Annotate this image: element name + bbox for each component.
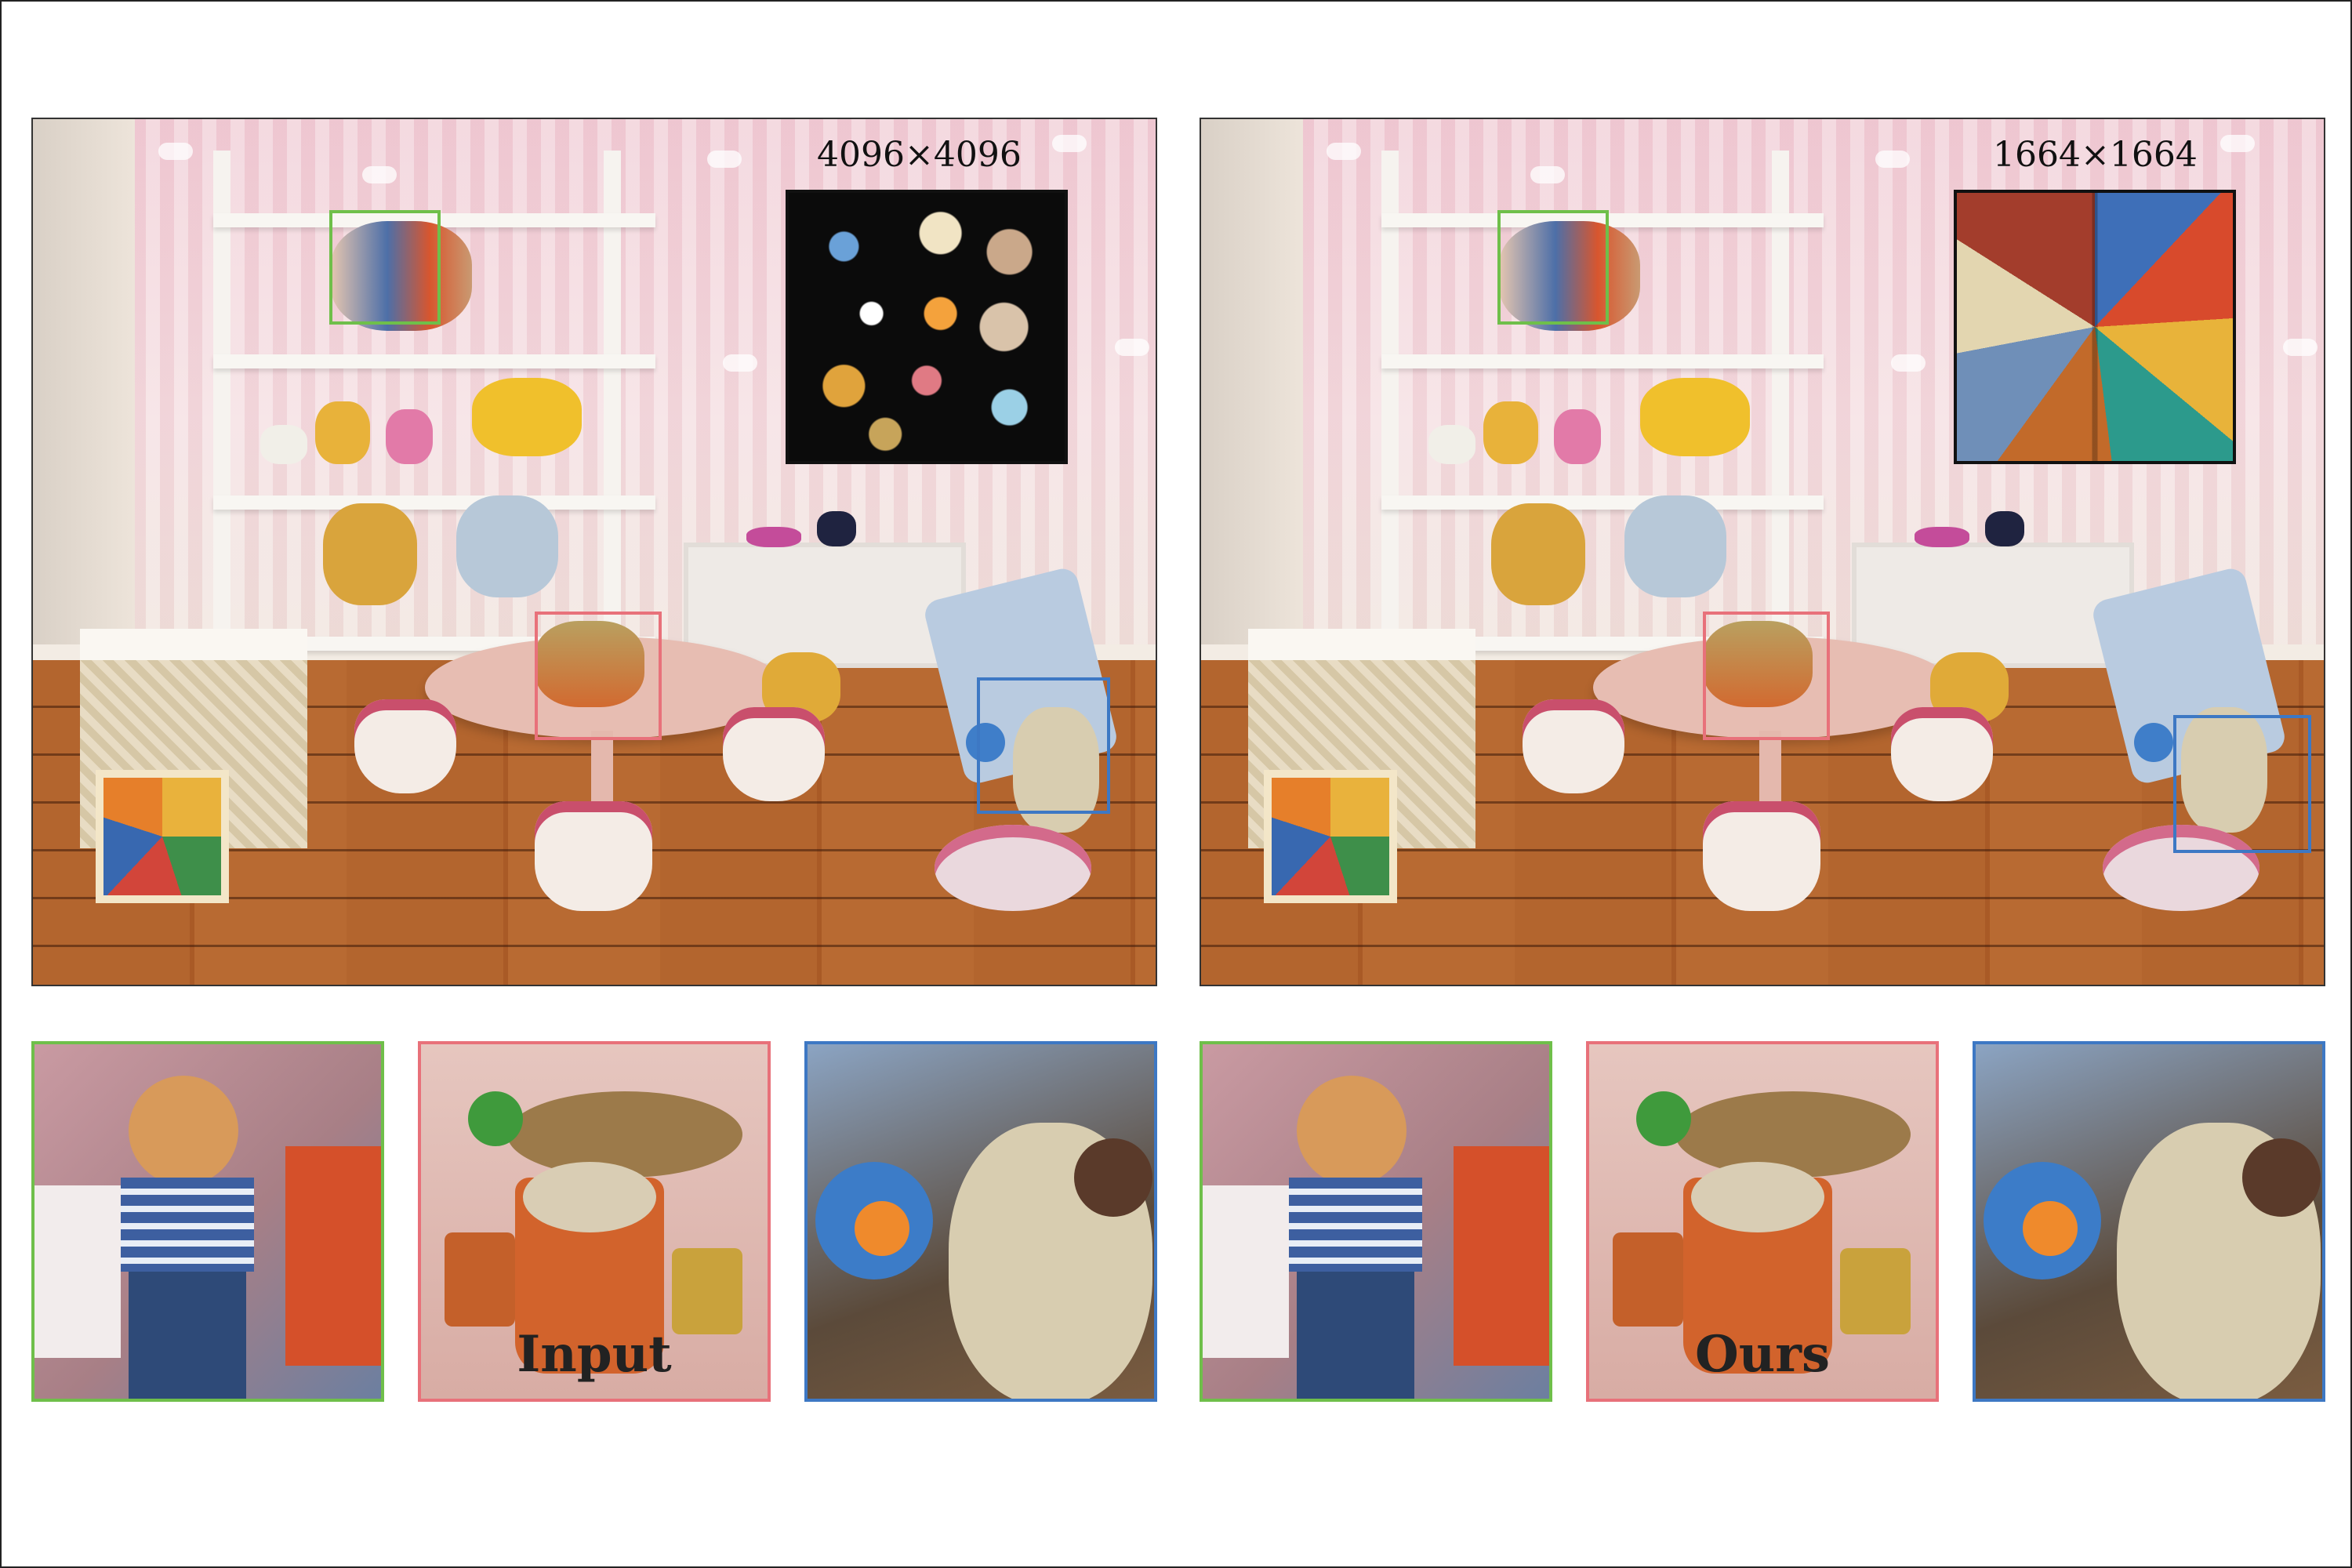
stool-front xyxy=(535,801,652,911)
stool-right xyxy=(1891,707,1993,801)
caption-input: Input xyxy=(517,1325,672,1384)
toy-bunny xyxy=(1554,409,1601,464)
toy-truck xyxy=(1640,378,1750,456)
dog-bowl xyxy=(2103,825,2259,911)
doll-figures xyxy=(1499,221,1640,331)
input-scene-render: 4096×4096 xyxy=(31,118,1157,986)
plush-hippo xyxy=(1624,495,1726,597)
highlight-box-dog xyxy=(977,677,1110,814)
input-panel: 4096×4096 xyxy=(31,118,1157,1402)
zoom-crop-teapot xyxy=(1586,1041,1939,1402)
texture-atlas-image xyxy=(786,190,1068,464)
toy-bunny xyxy=(386,409,433,464)
highlight-box-dolls xyxy=(1497,210,1609,325)
zoom-crop-dolls xyxy=(31,1041,384,1402)
tangram-puzzle xyxy=(96,770,229,903)
texture-resolution-label: 1664×1664 xyxy=(1993,135,2198,175)
zoom-crop-dog xyxy=(1973,1041,2325,1402)
texture-resolution-label: 4096×4096 xyxy=(817,135,1022,175)
plush-giraffe xyxy=(1491,503,1585,605)
ours-scene-render: 1664×1664 xyxy=(1200,118,2325,986)
toy-ball xyxy=(2134,723,2173,762)
toy-cylinder xyxy=(746,527,801,547)
tea-set xyxy=(1703,621,1813,707)
toy-cylinder xyxy=(1915,527,1969,547)
mug xyxy=(1985,511,2024,546)
zoom-crop-dolls xyxy=(1200,1041,1552,1402)
toy-cow xyxy=(260,425,307,464)
highlight-box-dolls xyxy=(329,210,441,325)
ours-panel: 1664×1664 xyxy=(1200,118,2325,1402)
zoom-crop-teapot xyxy=(418,1041,771,1402)
highlight-box-dog xyxy=(2173,715,2311,853)
mug xyxy=(817,511,856,546)
clay-dog xyxy=(2181,707,2267,833)
stool-left xyxy=(354,699,456,793)
zoom-crops xyxy=(1200,1041,2325,1402)
toy-ball xyxy=(966,723,1005,762)
tea-set xyxy=(535,621,644,707)
zoom-crop-dog xyxy=(804,1041,1157,1402)
zoom-crops xyxy=(31,1041,1157,1402)
toy-truck xyxy=(472,378,582,456)
dog-bowl xyxy=(935,825,1091,911)
stool-front xyxy=(1703,801,1820,911)
caption-ours: Ours xyxy=(1694,1325,1831,1384)
highlight-box-teapot xyxy=(1703,612,1830,740)
side-table xyxy=(684,543,966,668)
plush-hippo xyxy=(456,495,558,597)
stool-right xyxy=(723,707,825,801)
stool-left xyxy=(1523,699,1624,793)
highlight-box-teapot xyxy=(535,612,662,740)
plush-giraffe xyxy=(323,503,417,605)
toy-giraffe xyxy=(315,401,370,464)
toy-giraffe xyxy=(1483,401,1538,464)
tangram-puzzle xyxy=(1264,770,1397,903)
toy-cow xyxy=(1428,425,1475,464)
texture-atlas-image xyxy=(1954,190,2236,464)
doll-figures xyxy=(331,221,472,331)
